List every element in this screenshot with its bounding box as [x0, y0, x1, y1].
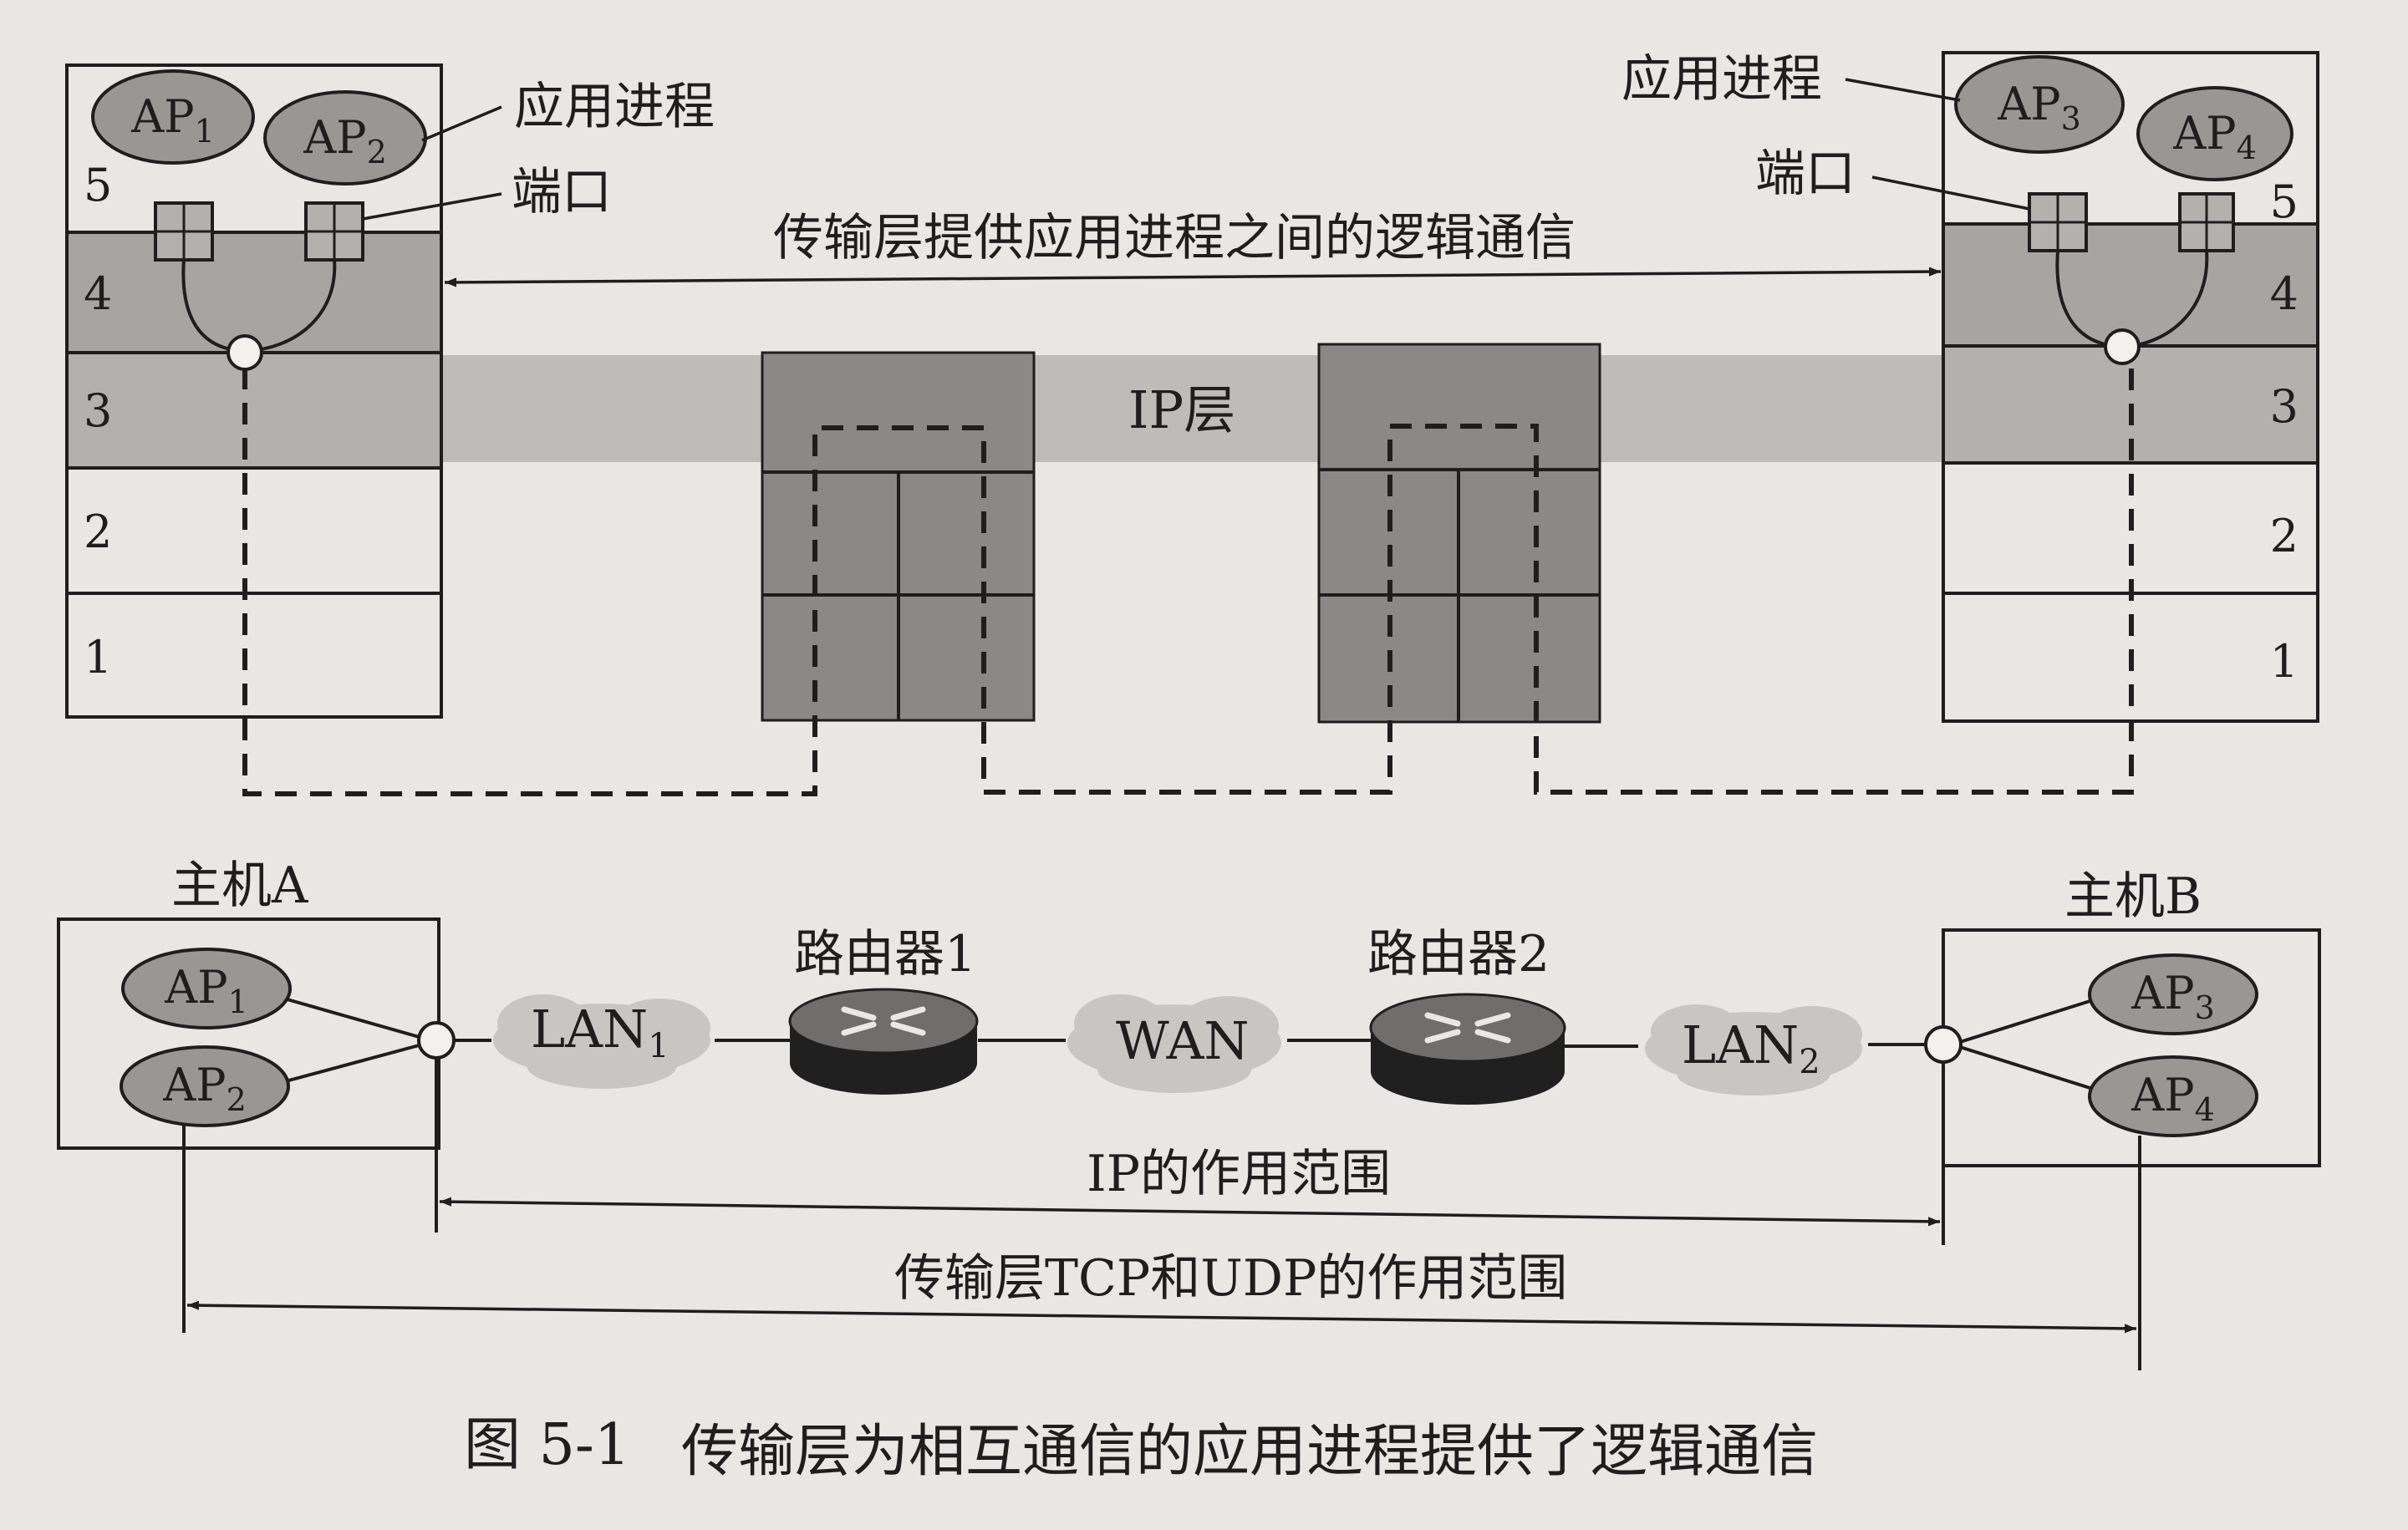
layer-number-2: 2 [2270, 510, 2299, 562]
app-process-label-right: 应用进程 [1621, 50, 1822, 109]
ap1-bottom: AP1 [121, 948, 292, 1029]
ip-layer-band [443, 355, 1943, 462]
layer-number-4: 4 [84, 267, 112, 320]
port-label-left: 端口 [512, 163, 612, 221]
svg-text:AP2: AP2 [162, 1059, 247, 1118]
ap1-top: AP1 [91, 69, 255, 165]
ap4-bottom: AP4 [2088, 1055, 2258, 1137]
router1-stack [761, 351, 1036, 722]
logical-comm-arrow [444, 267, 1942, 287]
data-path-dashed [242, 363, 2134, 796]
svg-text:AP4: AP4 [2131, 1069, 2215, 1128]
router1-label: 路由器1 [794, 925, 976, 984]
cloud-icon [1645, 1004, 1862, 1095]
svg-text:AP3: AP3 [1997, 78, 2081, 137]
lan2-label: LAN2 [1682, 1014, 1820, 1081]
svg-text:AP4: AP4 [2172, 107, 2257, 166]
host-b-node-top [2104, 328, 2141, 365]
router-icon [1369, 993, 1566, 1105]
router-icon [788, 988, 979, 1095]
app-process-label-left: 应用进程 [514, 78, 715, 136]
ap3-top: AP3 [1954, 55, 2125, 154]
host-b-node [1924, 1025, 1963, 1064]
layer-number-5: 5 [84, 159, 112, 211]
host-b-label: 主机B [2064, 867, 2202, 926]
transport-logical-label: 传输层提供应用进程之间的逻辑通信 [773, 209, 1576, 267]
layer-number-5: 5 [2270, 175, 2299, 228]
tcp-udp-scope-arrow [186, 1300, 2137, 1334]
ip-scope-arrow [439, 1197, 1941, 1227]
layer-number-1: 1 [2270, 635, 2299, 688]
router2-label: 路由器2 [1367, 925, 1550, 984]
ip-layer-label: IP层 [1128, 379, 1235, 440]
port-icon [154, 201, 214, 262]
svg-text:AP1: AP1 [130, 90, 215, 150]
port-icon [2028, 192, 2088, 252]
figure-number: 图 5-1 [464, 1412, 630, 1478]
cloud-icon [493, 994, 710, 1089]
svg-text:AP1: AP1 [164, 961, 248, 1020]
host-a-node [417, 1021, 456, 1060]
figure-caption: 传输层为相互通信的应用进程提供了逻辑通信 [681, 1419, 1818, 1485]
ap2-top: AP2 [263, 90, 427, 186]
port-label-right: 端口 [1755, 145, 1856, 203]
host-a-node-top [227, 334, 263, 371]
ap2-bottom: AP2 [120, 1045, 290, 1127]
lan1-label: LAN1 [531, 999, 669, 1065]
svg-text:AP3: AP3 [2131, 967, 2215, 1026]
svg-text:AP2: AP2 [303, 111, 387, 170]
cloud-icon [1067, 994, 1281, 1093]
host-b-stack: 5 4 3 2 1 AP3 AP4 [1942, 51, 2319, 723]
layer-number-2: 2 [84, 506, 112, 558]
layer-number-4: 4 [2270, 267, 2299, 320]
host-a-stack: 5 4 3 2 1 AP1 AP2 [65, 64, 443, 719]
wan-label: WAN [1116, 1010, 1250, 1071]
tcp-udp-scope-label: 传输层TCP和UDP的作用范围 [894, 1249, 1567, 1308]
port-icon [2178, 192, 2235, 252]
layer-number-3: 3 [84, 384, 112, 437]
ip-scope-label: IP的作用范围 [1087, 1145, 1391, 1203]
port-icon [304, 201, 364, 262]
layer-number-3: 3 [2270, 380, 2299, 433]
router2-stack [1317, 343, 1601, 724]
layer-number-1: 1 [84, 631, 112, 684]
ap4-top: AP4 [2136, 86, 2293, 181]
ap3-bottom: AP3 [2088, 953, 2258, 1035]
host-a-label: 主机A [171, 856, 308, 915]
